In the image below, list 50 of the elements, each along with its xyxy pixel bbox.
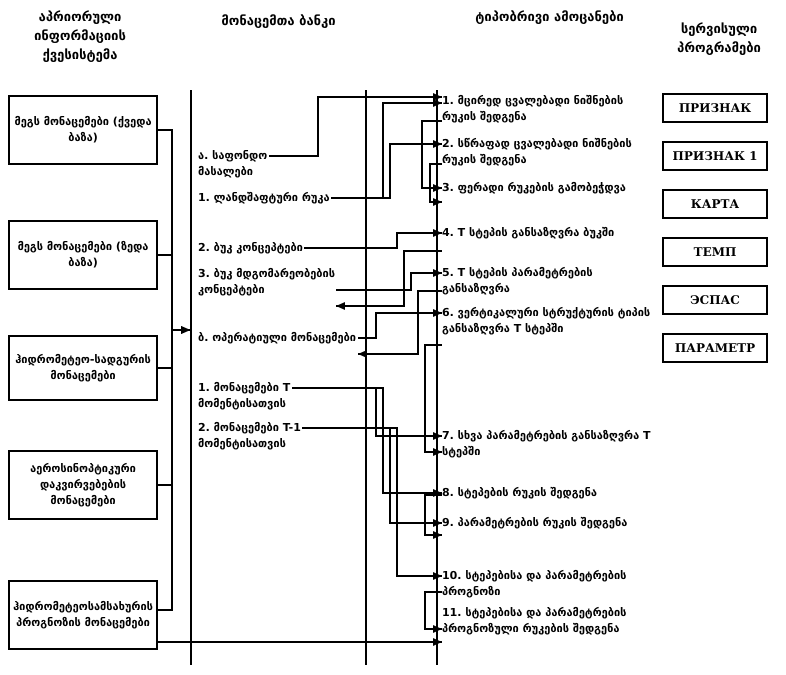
arrow xyxy=(358,290,442,358)
program-box: ПРИЗНАК 1 xyxy=(662,141,768,171)
program-box: ЭСПАС xyxy=(662,285,768,315)
bank-item-text: 3. ბუკ მდგომარეობების კონცეპტები xyxy=(198,266,336,298)
program-box: ПАРАМЕТР xyxy=(662,333,768,363)
task-text: 10. სტეპებისა და პარამეტრების პროგნოზი xyxy=(442,568,657,600)
task-text: 11. სტეპებისა და პარამეტრების პროგნოზული რუკების შედგენა xyxy=(442,605,657,637)
task-text: 8. სტეპების რუკის შედგენა xyxy=(442,485,657,501)
arrow xyxy=(421,120,442,192)
source-box: აეროსინოპტიკური დაკვირვებების მონაცემები xyxy=(8,450,158,520)
data-bank-column xyxy=(190,12,367,665)
task-text: 2. სწრაფად ცვალებადი ნიშნების რუკის შედგენა xyxy=(442,136,657,168)
arrow xyxy=(302,427,442,580)
program-box: КАРТА xyxy=(662,189,768,219)
bank-item-text: ბ. ოპერატიული მონაცემები xyxy=(198,330,358,346)
column-heading: აპრიორული ინფორმაციის ქვესისტემა xyxy=(33,9,127,65)
bank-item-text: ა. საფონდო მასალები xyxy=(198,148,269,180)
source-box: მეგს მონაცემები (ქვედა ბაზა) xyxy=(8,95,158,165)
arrow xyxy=(336,269,442,291)
bank-item-text: 1. ლანდშაფტური რუკა xyxy=(198,190,331,206)
arrow xyxy=(429,163,442,206)
column-heading: სერვისული პროგრამები xyxy=(676,21,762,58)
source-box: ჰიდრომეტეოსამსახურის პროგნოზის მონაცემები xyxy=(8,580,158,650)
source-box: მეგს მონაცემები (ზედა ბაზა) xyxy=(8,220,158,290)
arrow xyxy=(336,250,442,310)
arrow xyxy=(158,638,442,646)
task-text: 4. T სტეპის განსაზღვრა ბუკში xyxy=(442,225,657,241)
arrow xyxy=(292,387,442,497)
task-text: 6. ვერტიკალური სტრუქტურის ტიპის განსაზღვრა T სტეპში xyxy=(442,305,657,337)
bank-item-text: 2. ბუკ კონცეპტები xyxy=(198,240,304,256)
program-box: ПРИЗНАК xyxy=(662,93,768,123)
arrow xyxy=(304,229,442,249)
bank-item-text: 1. მონაცემები T მომენტისათვის xyxy=(198,380,292,412)
column-heading: მონაცემთა ბანკი xyxy=(221,13,336,31)
source-box: ჰიდრომეტეო-სადგურის მონაცემები xyxy=(8,335,158,401)
arrow xyxy=(424,344,442,456)
bank-item-text: 2. მონაცემები T-1 მომენტისათვის xyxy=(198,420,302,452)
arrow xyxy=(158,326,190,611)
task-text: 1. მცირედ ცვალებადი ნიშნების რუკის შედგენა xyxy=(442,93,657,125)
arrow xyxy=(269,93,442,157)
task-text: 3. ფერადი რუკების გამობეჭდვა xyxy=(442,180,657,196)
program-box: ТЕМП xyxy=(662,237,768,267)
column-heading: ტიპობრივი ამოცანები xyxy=(474,9,625,27)
task-text: 5. T სტეპის პარამეტრების განსაზღვრა xyxy=(442,265,657,297)
task-text: 7. სხვა პარამეტრების განსაზღვრა T სტეპში xyxy=(442,428,657,460)
task-text: 9. პარამეტრების რუკის შედგენა xyxy=(442,515,657,531)
arrow xyxy=(358,309,442,339)
arrow xyxy=(331,140,442,199)
arrow xyxy=(424,591,442,633)
arrow xyxy=(424,494,442,539)
